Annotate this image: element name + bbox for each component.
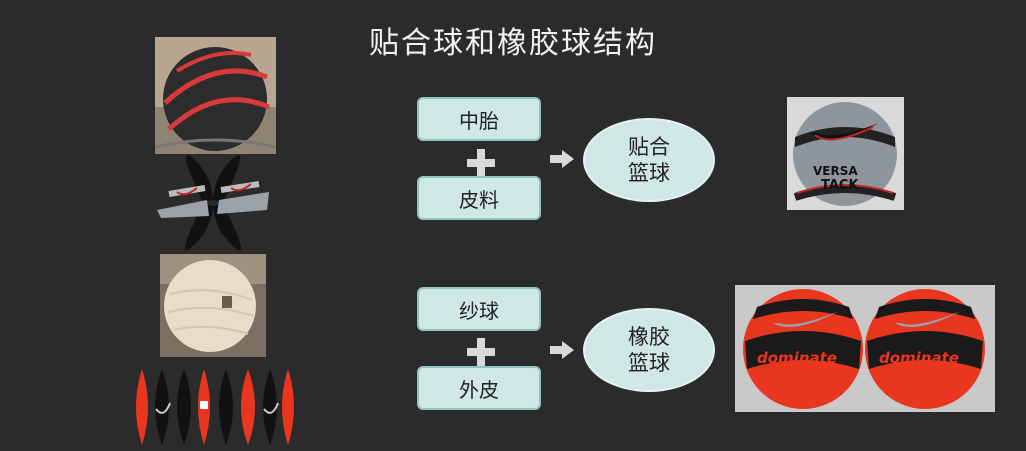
versa-text: VERSA	[813, 164, 858, 178]
tack-text: TACK	[821, 178, 859, 193]
arrow-right-icon	[550, 150, 574, 168]
laminated-basketball-ellipse: 贴合 篮球	[583, 118, 715, 202]
laminated-basketball-label-line1: 贴合	[628, 135, 670, 159]
mid-carcass-box: 中胎	[417, 97, 541, 141]
rubber-basketballs-image: dominate dominate	[735, 285, 995, 412]
rubber-basketball-label-line1: 橡胶	[628, 325, 670, 349]
cover-material-box: 皮料	[417, 176, 541, 220]
rubber-basketball-ellipse: 橡胶 篮球	[583, 308, 715, 392]
laminated-cover-panels-image	[157, 155, 269, 251]
laminated-ball-carcass-image	[155, 37, 276, 154]
laminated-basketball-label-line2: 篮球	[628, 161, 670, 185]
rubber-ball-left: dominate	[743, 289, 863, 409]
wound-ball-box: 纱球	[417, 287, 541, 331]
plus-icon	[467, 149, 495, 177]
page-title: 贴合球和橡胶球结构	[369, 26, 657, 61]
laminated-basketball-image: VERSA TACK	[787, 97, 904, 210]
rubber-basketball-label-line2: 篮球	[628, 351, 670, 375]
wound-ball-image	[160, 254, 266, 357]
arrow-right-icon	[550, 341, 574, 359]
plus-icon	[467, 338, 495, 366]
dominate-text-right: dominate	[879, 349, 959, 367]
dominate-text-left: dominate	[757, 349, 837, 367]
rubber-ball-right: dominate	[865, 289, 985, 409]
outer-cover-box: 外皮	[417, 366, 541, 410]
rubber-cover-panels-image	[136, 369, 294, 445]
